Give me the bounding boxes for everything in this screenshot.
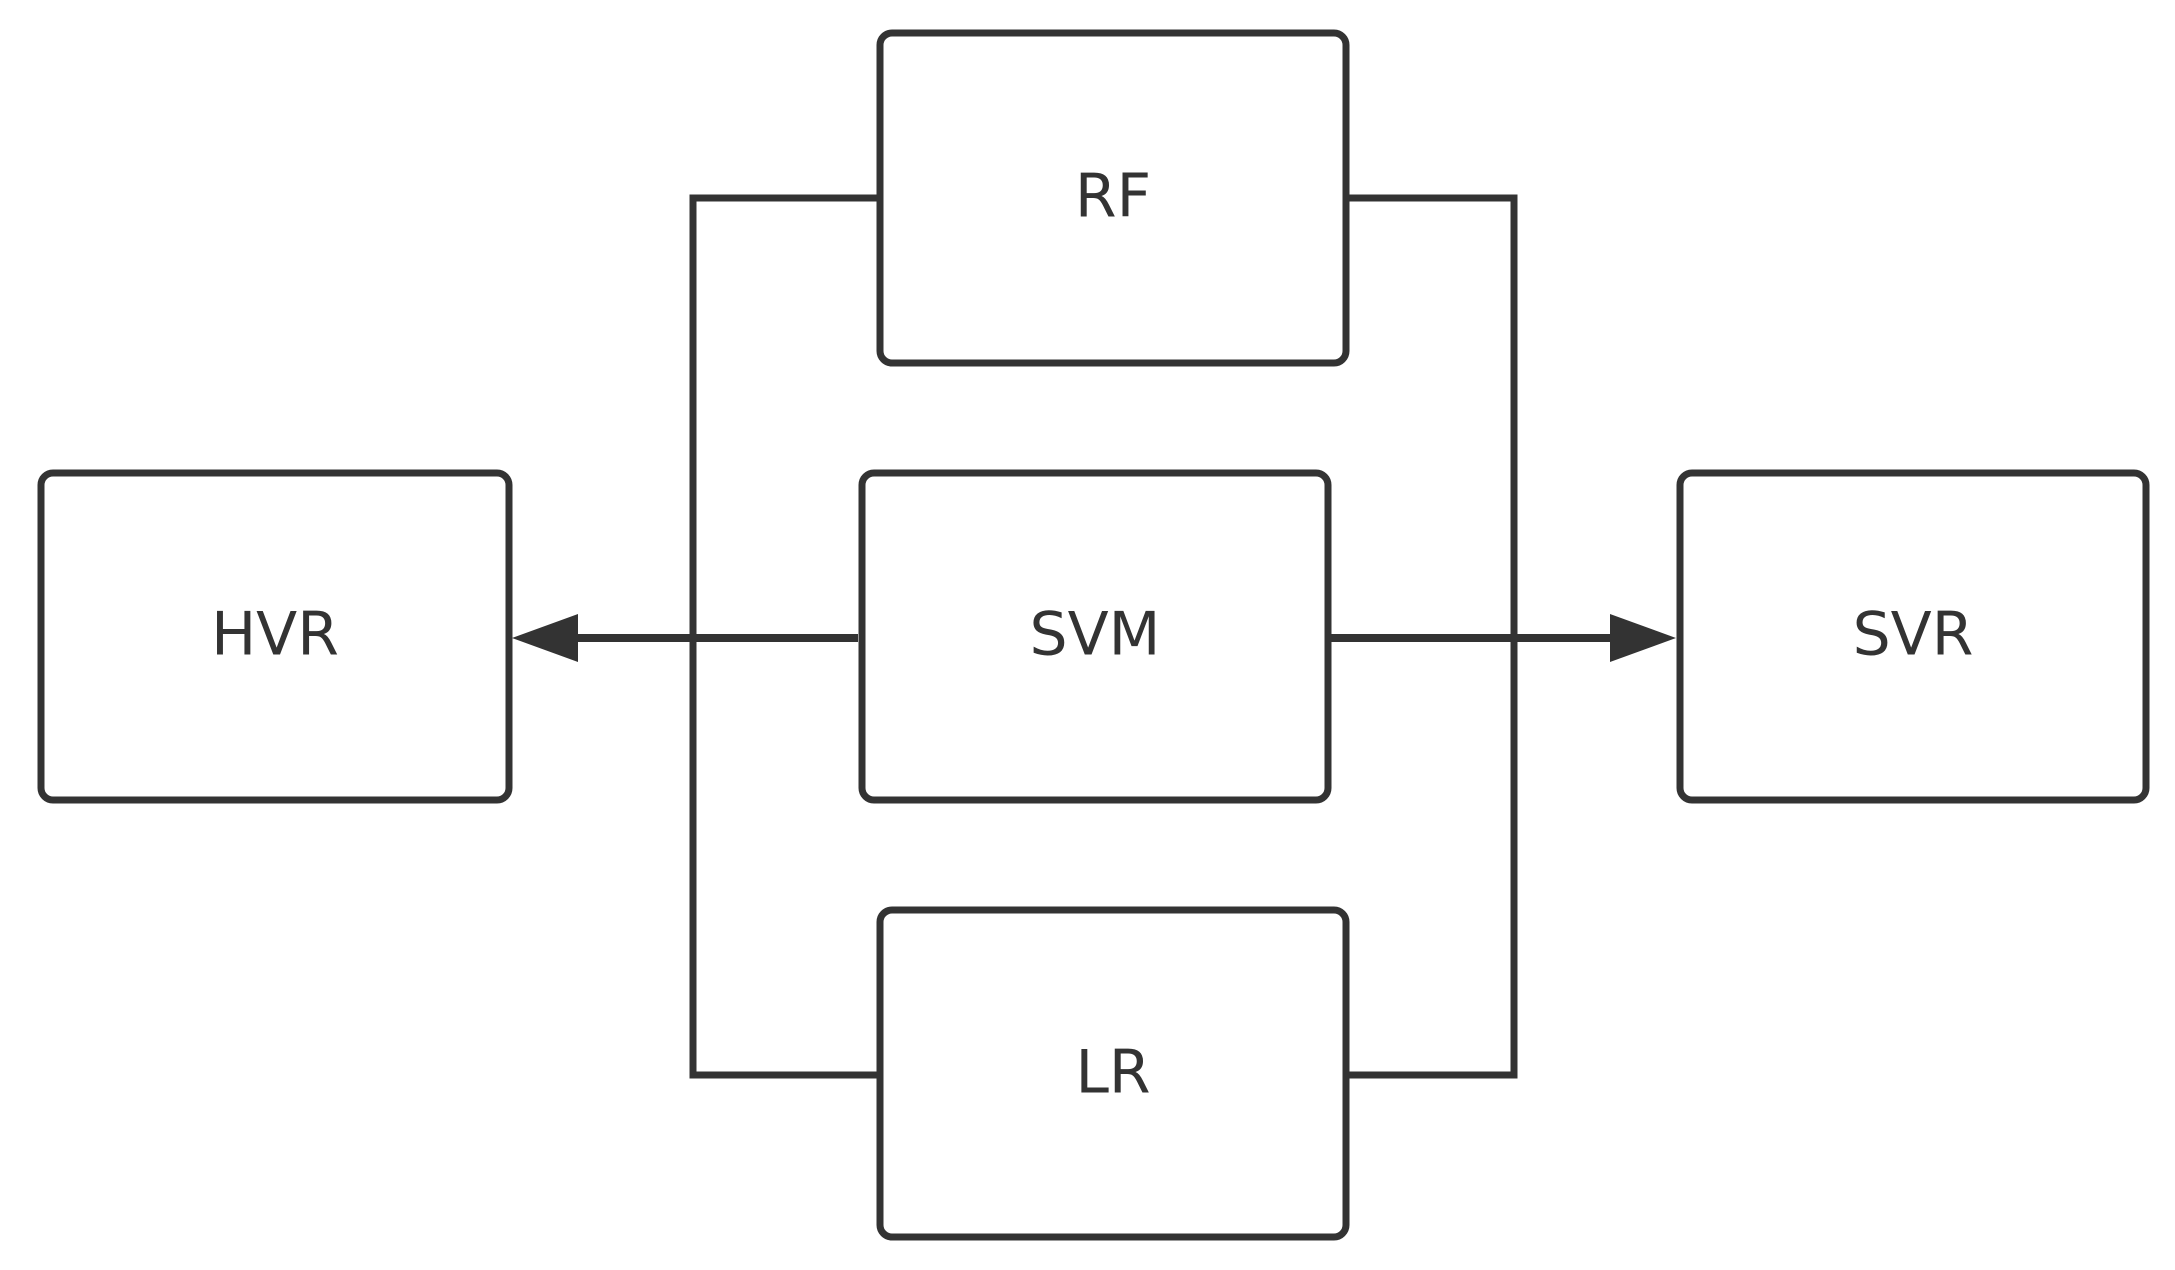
node-lr-label: LR (1075, 1038, 1150, 1108)
node-rf-label: RF (1075, 162, 1151, 232)
node-lr: LR (876, 906, 1350, 1241)
arrowhead-svr (1610, 614, 1676, 662)
node-hvr-label: HVR (211, 600, 339, 670)
node-svm: SVM (858, 469, 1332, 804)
node-rf-box (876, 29, 1350, 367)
node-hvr: HVR (37, 469, 513, 804)
node-svr: SVR (1676, 469, 2150, 804)
node-lr-box (876, 906, 1350, 1241)
node-svr-label: SVR (1853, 600, 1974, 670)
node-svm-label: SVM (1030, 600, 1161, 670)
node-rf: RF (876, 29, 1350, 367)
node-svr-box (1676, 469, 2150, 804)
node-svm-box (858, 469, 1332, 804)
arrowhead-hvr (512, 614, 578, 662)
node-hvr-box (37, 469, 513, 804)
